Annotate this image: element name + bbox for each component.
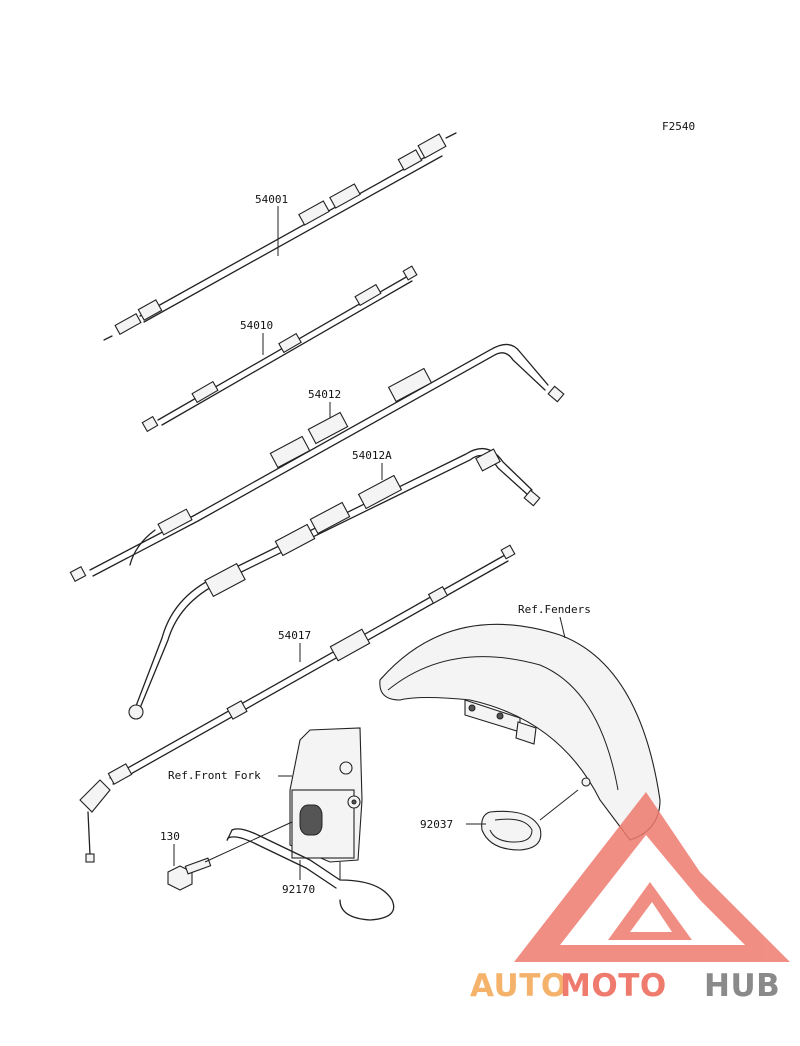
cable-54010: [141, 265, 418, 433]
callout-54012: 54012: [308, 388, 341, 401]
callout-ref-front-fork: Ref.Front Fork: [168, 769, 261, 782]
leader-lines: [173, 206, 566, 880]
callout-54010: 54010: [240, 319, 273, 332]
callout-92037: 92037: [420, 818, 453, 831]
clutch-cable-54017: [79, 544, 516, 863]
figure-code: F2540: [662, 120, 695, 133]
callout-ref-fenders: Ref.Fenders: [518, 603, 591, 616]
watermark-hub: HUB: [704, 968, 780, 1004]
front-fender: [379, 623, 661, 841]
watermark-auto: AUTO: [470, 968, 568, 1004]
callout-54012A: 54012A: [352, 449, 392, 462]
bolt-130: [167, 821, 293, 891]
front-fork-bracket: [289, 727, 363, 880]
callout-54017: 54017: [278, 629, 311, 642]
grommet-92037: [481, 789, 579, 851]
callout-130: 130: [160, 830, 180, 843]
speedometer-cable-54001: [103, 132, 457, 341]
callout-92170: 92170: [282, 883, 315, 896]
watermark-text: AUTO MOTO HUB: [470, 968, 780, 1004]
callout-54001: 54001: [255, 193, 288, 206]
watermark-moto: MOTO: [560, 968, 667, 1004]
throttle-cable-54012: [69, 343, 565, 582]
clamp-92170: [226, 828, 395, 921]
watermark-logo: [514, 792, 790, 962]
throttle-cable-54012A: [128, 447, 541, 720]
